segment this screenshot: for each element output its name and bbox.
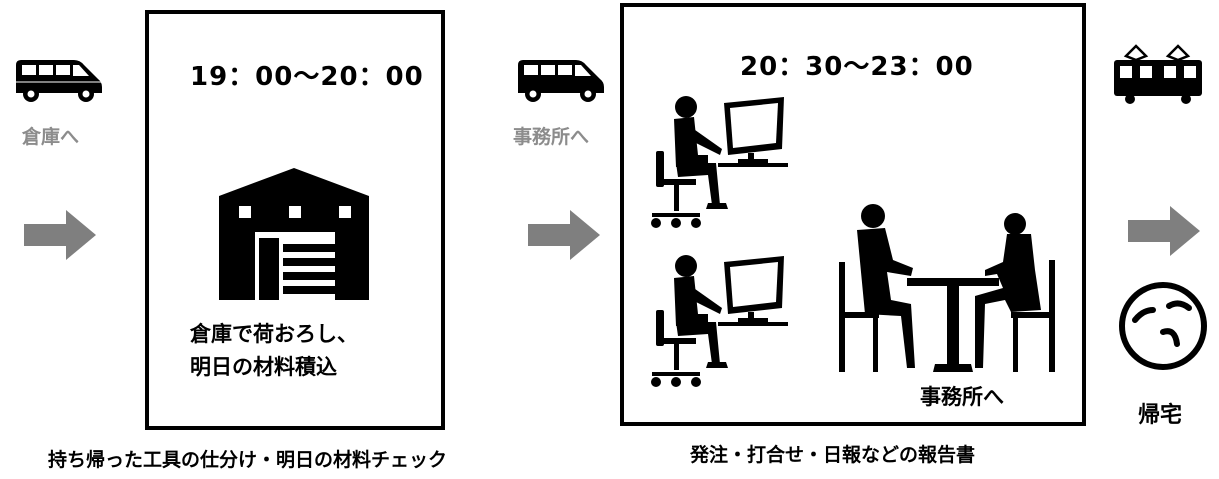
- box1-caption: 持ち帰った工具の仕分け・明日の材料チェック: [48, 449, 448, 471]
- end-label: 帰宅: [1138, 403, 1183, 428]
- meeting-icon: [835, 200, 1060, 380]
- van-icon-left: [12, 57, 104, 103]
- box2-caption: 発注・打合せ・日報などの報告書: [690, 444, 976, 466]
- tired-face-icon: [1117, 280, 1209, 372]
- meeting-label: 事務所へ: [920, 385, 1004, 409]
- warehouse-icon: [219, 168, 369, 300]
- time-range-1: 19：00〜20：00: [190, 62, 424, 92]
- desk-worker-icon: [648, 93, 788, 238]
- time-range-2: 20：30〜23：00: [740, 52, 974, 82]
- van-icon-middle: [514, 57, 606, 103]
- step-label-warehouse: 倉庫へ: [22, 126, 80, 148]
- box1-text-line2: 明日の材料積込: [190, 355, 337, 379]
- arrow-right-icon: [24, 210, 96, 260]
- arrow-right-icon: [528, 210, 600, 260]
- desk-worker-icon: [648, 252, 788, 397]
- step-label-office: 事務所へ: [513, 126, 590, 148]
- arrow-right-icon: [1128, 206, 1200, 256]
- train-icon: [1114, 44, 1204, 104]
- box1-text-line1: 倉庫で荷おろし、: [190, 322, 358, 346]
